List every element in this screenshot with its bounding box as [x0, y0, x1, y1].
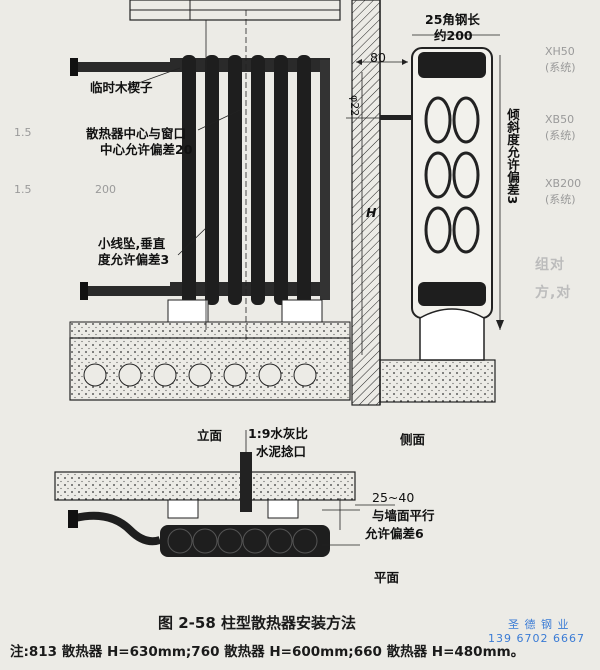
label-mortar-2: 水泥捻口: [256, 444, 307, 459]
label-dim-25-40: 25~40: [372, 490, 415, 505]
side-radiator: [411, 34, 504, 361]
label-dim-phi22: φ22: [348, 95, 361, 117]
bg-text-row2a: XB50: [545, 113, 575, 126]
figure-note: 注:813 散热器 H=630mm;760 散热器 H=600mm;660 散热…: [10, 644, 525, 660]
label-temp-wedge: 临时木楔子: [90, 80, 153, 95]
bg-text-right2: 方,对: [535, 285, 572, 301]
label-mortar-1: 1:9水灰比: [248, 426, 308, 441]
label-tilt: 倾斜度允许偏差3: [505, 108, 520, 205]
label-elevation: 立面: [197, 428, 223, 443]
label-parallel-1: 与墙面平行: [372, 508, 435, 523]
bg-text-row3a: XB200: [545, 177, 582, 190]
bg-text-200: 200: [95, 183, 116, 196]
bg-text-left2: 1.5: [14, 183, 32, 196]
bg-text-row1b: (系统): [545, 61, 576, 74]
bg-text-row3b: (系统): [545, 193, 576, 206]
label-parallel-2: 允许偏差6: [365, 526, 424, 541]
figure-caption: 图 2-58 柱型散热器安装方法: [158, 614, 356, 632]
label-plan: 平面: [374, 570, 400, 585]
label-center-line-2: 中心允许偏差20: [100, 142, 193, 157]
label-center-line-1: 散热器中心与窗口: [86, 126, 187, 141]
bg-text-right1: 组对: [535, 257, 565, 273]
label-angle-steel-2: 约200: [434, 28, 473, 43]
watermark-phone: 139 6702 6667: [488, 632, 585, 645]
window-frame: [129, 0, 341, 21]
bg-text-row2b: (系统): [545, 129, 576, 142]
elevation-radiator: [70, 10, 330, 340]
bg-text-row1a: XH50: [545, 45, 575, 58]
plan-view: [54, 430, 395, 557]
label-dim-h: H: [366, 205, 377, 220]
watermark-name: 圣 德 钢 业: [508, 618, 570, 631]
side-wall: [346, 0, 496, 406]
label-dim-80: 80: [370, 50, 386, 65]
label-plumb-1: 小线坠,垂直: [98, 236, 166, 251]
elevation-floor-slab: [69, 321, 351, 401]
label-side: 侧面: [400, 432, 426, 447]
label-plumb-2: 度允许偏差3: [98, 252, 170, 267]
bg-text-left1: 1.5: [14, 126, 32, 139]
label-angle-steel-1: 25角钢长: [425, 12, 480, 27]
